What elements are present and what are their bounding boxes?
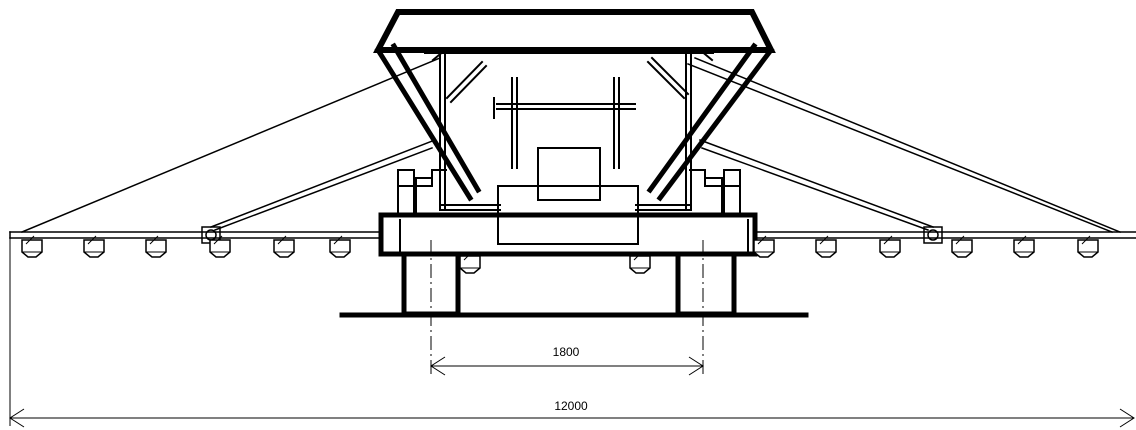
boom-nozzle [83, 235, 105, 258]
chassis [339, 212, 809, 318]
side-brackets [397, 169, 741, 215]
boom-nozzle [815, 235, 837, 258]
boom-nozzle [329, 235, 351, 258]
boom-nozzle [753, 235, 775, 258]
spray-boom [9, 231, 1136, 239]
boom-nozzle [21, 235, 43, 258]
right-outer-cable [694, 57, 1121, 233]
right-leg [675, 251, 737, 317]
boom-nozzle [951, 235, 973, 258]
dimension-label-12000: 12000 [554, 399, 588, 413]
boom-nozzle [273, 235, 295, 258]
central-unit [497, 147, 639, 245]
boom-nozzle [209, 235, 231, 258]
dimension-12000 [9, 238, 1135, 428]
hopper-left-wall [374, 46, 474, 202]
boom-nozzle [145, 235, 167, 258]
chassis-frame [378, 212, 758, 257]
hopper [373, 9, 776, 211]
chassis-nozzle [629, 251, 651, 274]
boom-supports [21, 57, 1121, 233]
left-outer-cable [21, 57, 441, 233]
hopper-top-plate [424, 47, 714, 54]
hopper-right-wall [656, 46, 775, 202]
boom-nozzle [1013, 235, 1035, 258]
right-strut-top [699, 139, 934, 228]
motor-box [537, 147, 601, 201]
boom-nozzle [1077, 235, 1099, 258]
dimension-label-1800: 1800 [553, 345, 580, 359]
dimension-1800 [430, 240, 704, 378]
hopper-top-rim [373, 9, 776, 53]
boom-nozzle [879, 235, 901, 258]
left-strut-top [210, 139, 436, 228]
chassis-nozzle [459, 251, 481, 274]
nozzle-group [21, 235, 1099, 274]
